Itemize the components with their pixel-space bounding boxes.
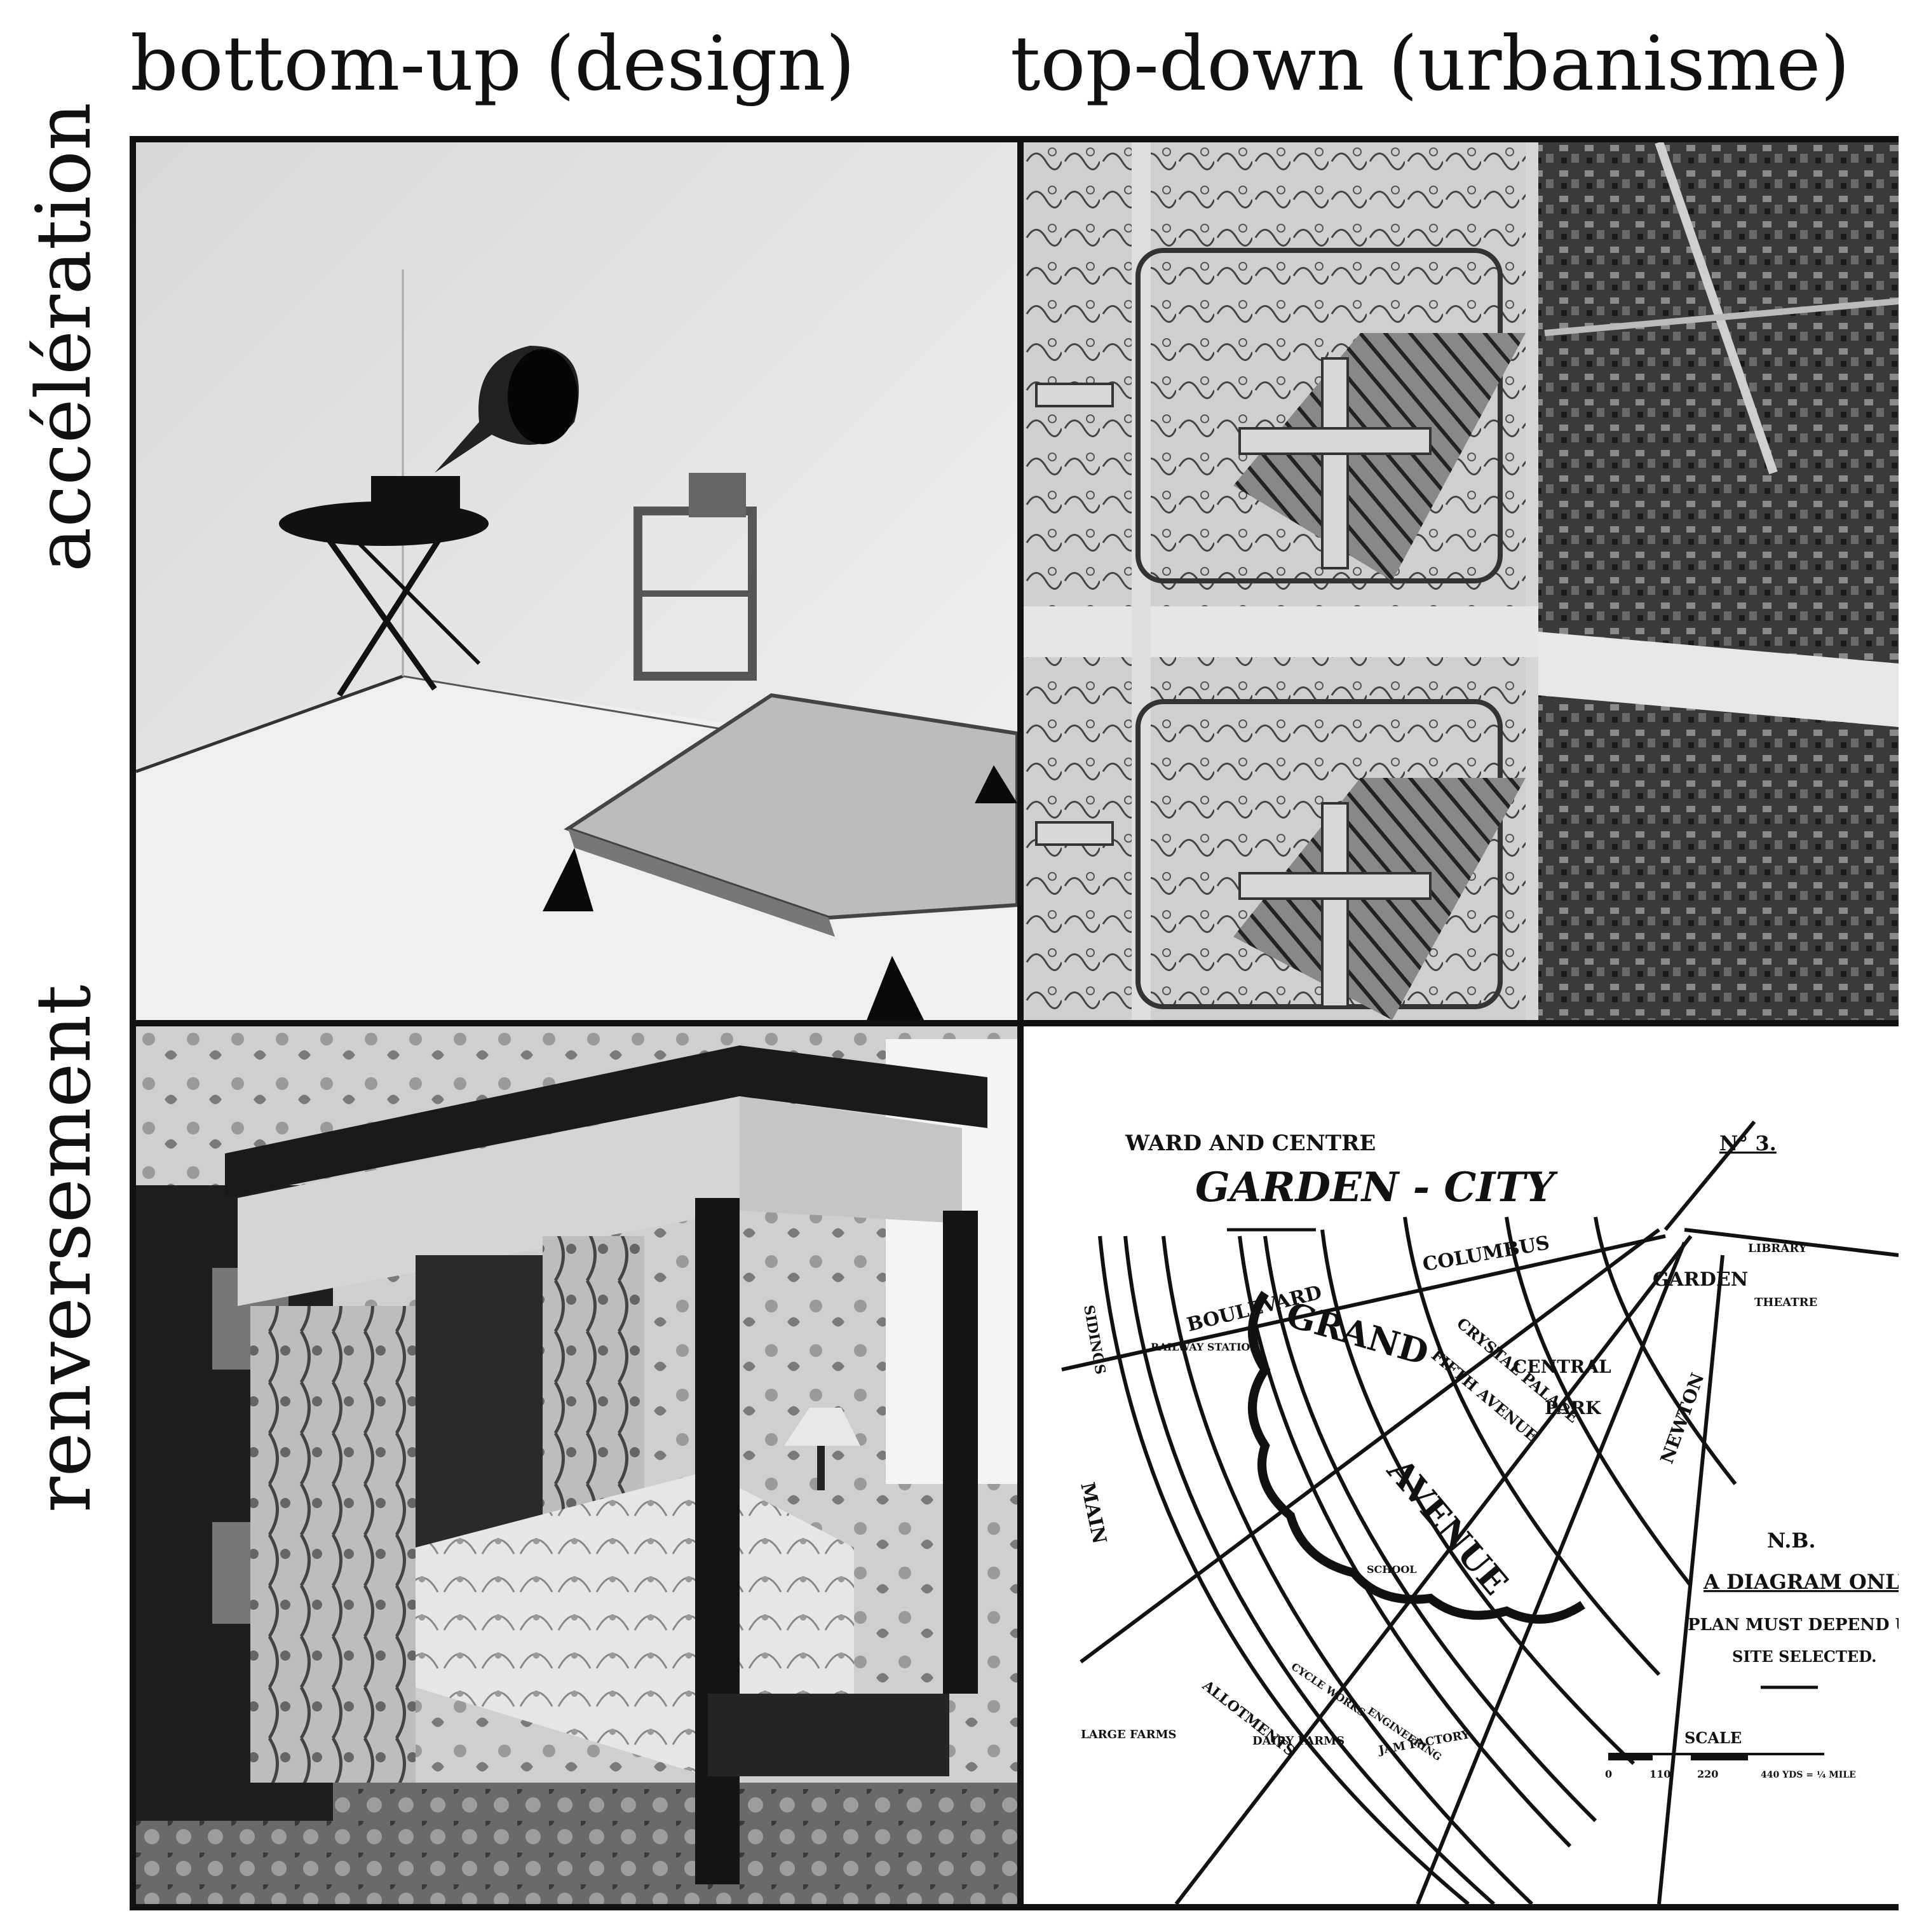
- scale-tick-0: 0: [1605, 1768, 1612, 1780]
- row-heading-renversement: renversement: [20, 984, 107, 1513]
- diagram-title: GARDEN - CITY: [1195, 1164, 1558, 1211]
- aerial-city-collage-icon: [1024, 142, 1899, 1020]
- column-heading-top-down: top-down (urbanisme): [1010, 20, 1850, 107]
- note-line-3: SITE SELECTED.: [1732, 1647, 1876, 1666]
- label-dairy-farms: DAIRY FARMS: [1252, 1734, 1345, 1748]
- label-central: CENTRAL: [1513, 1356, 1611, 1377]
- row-heading-acceleration: accélération: [20, 102, 107, 572]
- scale-tick-110: 110: [1650, 1768, 1670, 1780]
- image-grid: WARD AND CENTRE GARDEN - CITY N° 3.: [130, 136, 1899, 1910]
- garden-city-diagram-icon: WARD AND CENTRE GARDEN - CITY N° 3.: [1024, 1026, 1899, 1904]
- scale-tick-440: 440 YDS = ¼ MILE: [1761, 1770, 1856, 1780]
- label-garden: GARDEN: [1653, 1269, 1748, 1291]
- label-school: SCHOOL: [1367, 1563, 1417, 1575]
- label-library: LIBRARY: [1748, 1242, 1808, 1255]
- note-line-2: PLAN MUST DEPEND UPON: [1688, 1616, 1899, 1635]
- label-theatre: THEATRE: [1754, 1296, 1817, 1309]
- four-poster-bed-photo-icon: [136, 1026, 1017, 1904]
- scale-tick-220: 220: [1697, 1768, 1718, 1780]
- gramophone-room-photo-icon: [136, 142, 1017, 1020]
- label-railway-station: RAILWAY STATION: [1151, 1341, 1259, 1353]
- label-park: PARK: [1545, 1398, 1602, 1418]
- diagram-title-small: WARD AND CENTRE: [1125, 1131, 1376, 1156]
- scale-label: SCALE: [1684, 1729, 1742, 1747]
- note-title: N.B.: [1767, 1528, 1816, 1553]
- label-large-farms: LARGE FARMS: [1081, 1728, 1177, 1741]
- column-heading-bottom-up: bottom-up (design): [130, 20, 855, 107]
- note-line-1: A DIAGRAM ONLY.: [1703, 1570, 1899, 1594]
